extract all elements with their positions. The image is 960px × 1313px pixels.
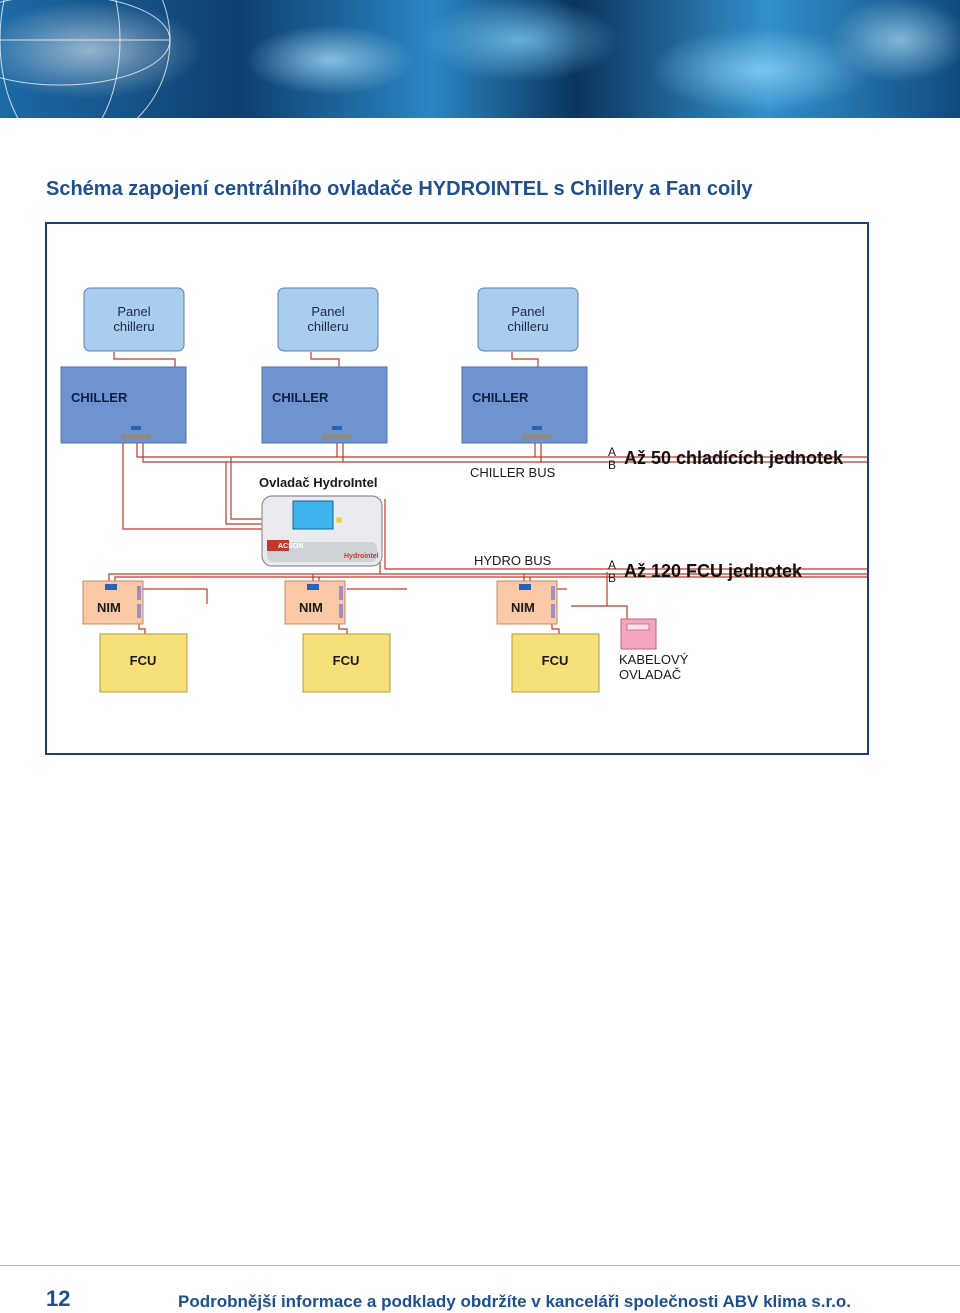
header-banner <box>0 0 960 118</box>
wire <box>108 573 385 582</box>
nim-terminal <box>105 584 117 590</box>
chiller-capacity-label: Až 50 chladících jednotek <box>624 448 844 468</box>
chiller-label: CHILLER <box>272 390 329 405</box>
chiller-unit <box>60 366 187 444</box>
ab-label-a: A <box>608 558 616 572</box>
controller-led <box>336 517 342 523</box>
wire <box>114 576 867 582</box>
nim-terminal <box>307 584 319 590</box>
ab-label-b: B <box>608 571 616 585</box>
nim-label: NIM <box>511 600 535 615</box>
chiller-panel <box>83 287 185 352</box>
wired-controller-screen <box>626 623 650 631</box>
chiller-connector <box>322 434 352 440</box>
chiller-unit <box>261 366 388 444</box>
wire <box>338 624 348 634</box>
nim-side-port <box>551 604 555 618</box>
wire <box>551 624 560 634</box>
chiller-terminal <box>131 426 141 430</box>
chiller-terminal <box>532 426 542 430</box>
nim-side-port <box>551 586 555 600</box>
chiller-connector <box>522 434 552 440</box>
nim-label: NIM <box>97 600 121 615</box>
hydro-bus-label: HYDRO BUS <box>474 553 552 568</box>
ab-label-a: A <box>608 445 616 459</box>
chiller-unit <box>461 366 588 444</box>
nim-terminal <box>519 584 531 590</box>
nim-module <box>284 580 346 625</box>
chiller-label: CHILLER <box>71 390 128 405</box>
wire <box>225 462 277 525</box>
nim-side-port <box>339 604 343 618</box>
fcu-unit <box>99 633 188 693</box>
controller-brand: Hydrointel <box>344 553 379 560</box>
fcu-unit <box>511 633 600 693</box>
nim-side-port <box>137 586 141 600</box>
fcu-label: FCU <box>130 653 157 668</box>
wire <box>607 605 628 619</box>
nim-side-port <box>339 586 343 600</box>
fcu-label: FCU <box>542 653 569 668</box>
controller-label: Ovladač HydroIntel <box>259 475 377 490</box>
chiller-panel <box>277 287 379 352</box>
page-title: Schéma zapojení centrálního ovladače HYD… <box>46 178 753 200</box>
controller-base <box>267 542 377 562</box>
chiller-bus-wire-b <box>142 440 867 463</box>
ab-label-b: B <box>608 458 616 472</box>
nim-side-port <box>137 604 141 618</box>
fcu-label: FCU <box>333 653 360 668</box>
footer-note: Podrobnější informace a podklady obdržít… <box>178 1292 851 1311</box>
page-number: 12 <box>46 1286 71 1311</box>
wired-controller-icon <box>620 618 657 650</box>
chiller-loop-wire <box>122 440 277 530</box>
globe-graphic <box>0 0 171 118</box>
footer-divider <box>0 1265 960 1266</box>
nim-label: NIM <box>299 600 323 615</box>
controller-screen <box>292 500 334 530</box>
controller-logo-badge <box>267 540 289 551</box>
chiller-bus-wire-a <box>136 440 867 458</box>
chiller-bus-label: CHILLER BUS <box>470 465 556 480</box>
fcu-unit <box>302 633 391 693</box>
controller-logo: ACSON <box>278 543 303 550</box>
wire <box>138 624 146 634</box>
chiller-connector <box>121 434 151 440</box>
chiller-panel <box>477 287 579 352</box>
chiller-terminal <box>332 426 342 430</box>
fcu-capacity-label: Až 120 FCU jednotek <box>624 561 803 581</box>
chiller-label: CHILLER <box>472 390 529 405</box>
wire <box>143 588 208 604</box>
